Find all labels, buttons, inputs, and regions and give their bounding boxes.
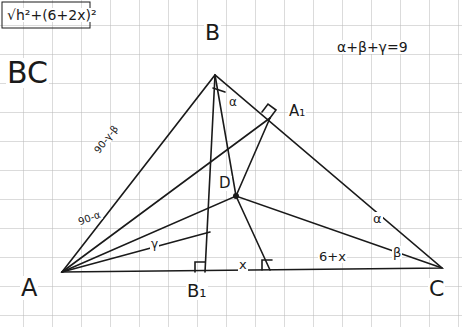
sketch-label: B₁ — [186, 282, 208, 300]
sketch-label: D — [218, 176, 232, 191]
sketch-label: 6+x — [318, 250, 347, 263]
sketch-label: B — [204, 22, 221, 44]
sketch-label: C — [428, 278, 445, 300]
sketch-label: A₁ — [288, 104, 306, 119]
triangle-lines — [62, 75, 442, 272]
sketch-label: x — [238, 258, 248, 271]
sketch-label: BC — [6, 58, 49, 88]
sketch-label: β — [392, 246, 402, 259]
sketch-label: α — [228, 96, 238, 108]
point-dot — [233, 193, 239, 199]
sketch-label: γ — [150, 238, 159, 250]
sketch-label: √h²+(6+2x)² — [6, 8, 98, 22]
sketch-label: α — [372, 212, 383, 225]
sketch-label: α+β+γ=9 — [336, 40, 409, 54]
sketch-label: A — [20, 276, 38, 300]
